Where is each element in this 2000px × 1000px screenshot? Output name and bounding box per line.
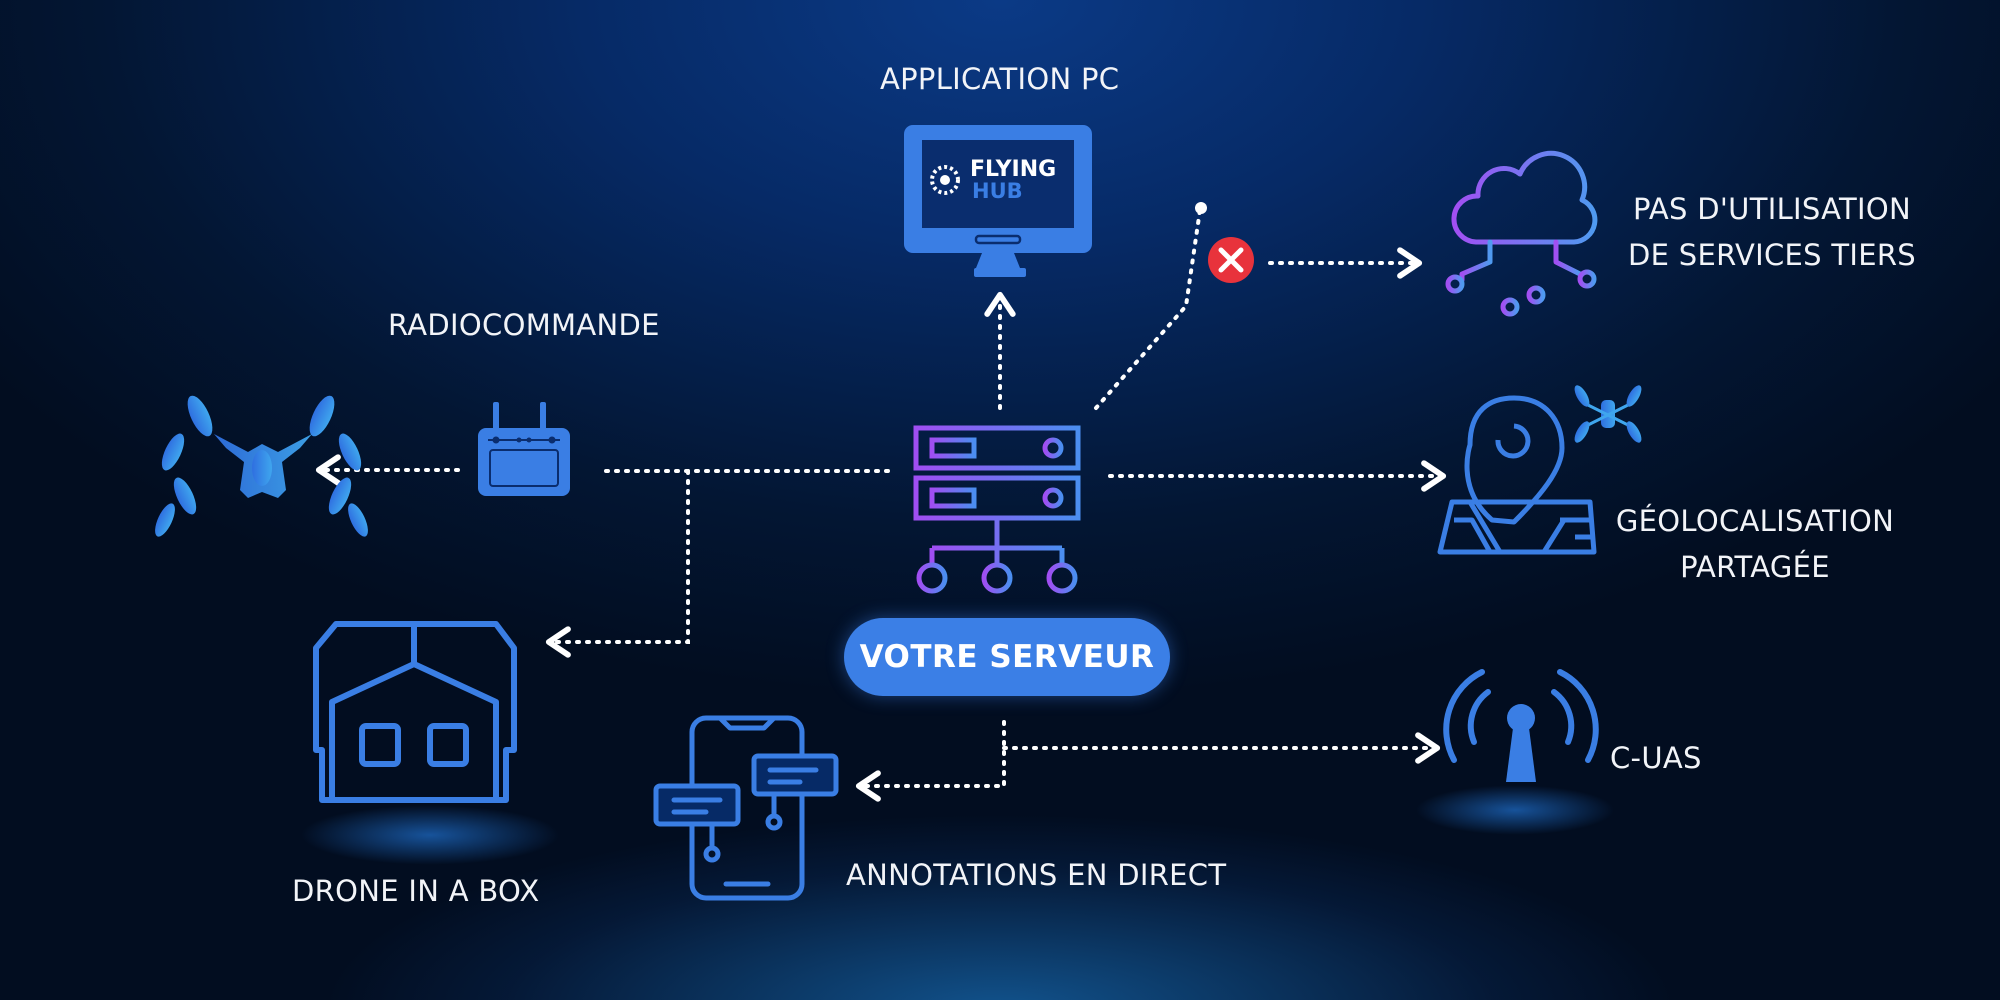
blocked-icon — [1208, 237, 1254, 283]
connector-to-blocked — [1094, 208, 1202, 410]
connectors — [315, 208, 1447, 802]
drone-box-icon — [313, 621, 517, 803]
connector-to-annotations — [855, 720, 1006, 802]
server-icon — [913, 425, 1081, 594]
label-geolocation-line1: GÉOLOCALISATION — [1615, 504, 1895, 538]
server-pill: VOTRE SERVEUR — [844, 618, 1170, 696]
label-no-third-party-line2: DE SERVICES TIERS — [1627, 238, 1916, 272]
smartphone-chat-icon — [653, 715, 839, 901]
monitor-icon: FLYING HUB — [904, 125, 1092, 277]
label-cuas: C-UAS — [1610, 741, 1702, 775]
connector-endpoint-dot — [1195, 202, 1207, 214]
logo-line1: FLYING — [970, 157, 1056, 182]
label-drone-in-a-box: DRONE IN A BOX — [292, 874, 540, 908]
label-radiocommande: RADIOCOMMANDE — [388, 308, 660, 342]
flyinghub-logo-mark — [930, 165, 960, 195]
antenna-icon — [1443, 669, 1599, 782]
label-application-pc: APPLICATION PC — [880, 62, 1120, 96]
label-no-third-party-line1: PAS D'UTILISATION — [1632, 192, 1912, 226]
connector-to-box — [545, 469, 690, 658]
label-geolocation: GÉOLOCALISATION PARTAGÉE — [1600, 498, 1910, 590]
label-geolocation-line2: PARTAGÉE — [1680, 550, 1830, 584]
label-annotations: ANNOTATIONS EN DIRECT — [846, 858, 1227, 892]
cloud-network-icon — [1445, 150, 1598, 317]
map-pin-icon — [1437, 395, 1597, 555]
label-no-third-party: PAS D'UTILISATION DE SERVICES TIERS — [1612, 186, 1932, 278]
floor-glow-box — [300, 805, 560, 865]
drone-icon — [155, 395, 368, 537]
floor-glow-antenna — [1415, 785, 1615, 835]
logo-line2: HUB — [972, 179, 1023, 203]
small-drone-icon — [1574, 385, 1642, 443]
remote-controller-icon — [478, 402, 570, 496]
